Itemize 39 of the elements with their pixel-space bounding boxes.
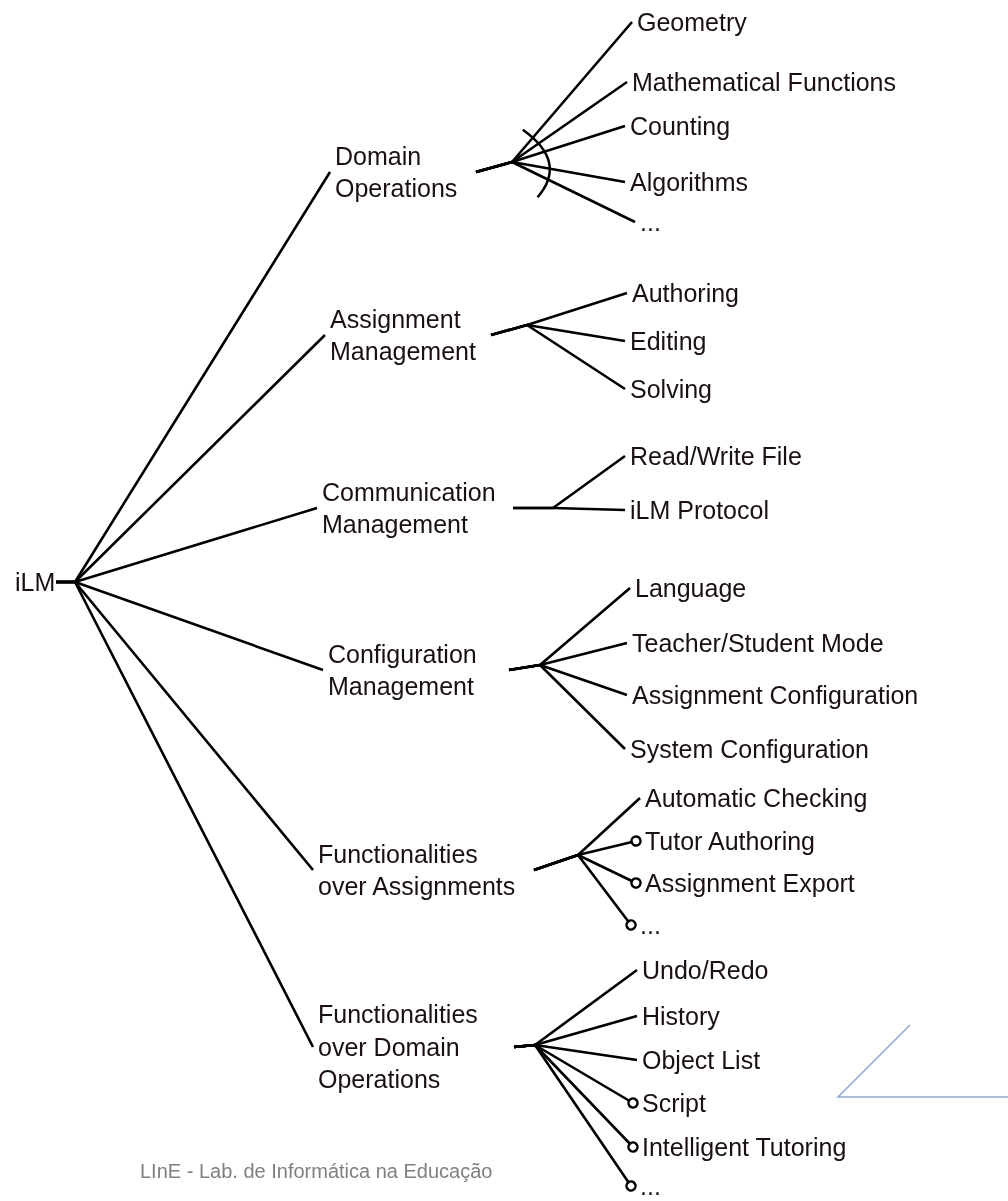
feature-label: Solving xyxy=(630,372,712,405)
feature-label: Counting xyxy=(630,109,731,142)
feature-label: Editing xyxy=(630,324,707,357)
feature-label: Communication Management xyxy=(322,475,512,541)
feature-label: Read/Write File xyxy=(630,439,802,472)
feature-label: Mathematical Functions xyxy=(632,65,896,98)
feature-label: Intelligent Tutoring xyxy=(642,1130,847,1163)
feature-label: Object List xyxy=(642,1043,761,1076)
feature-label: Assignment Configuration xyxy=(632,678,919,711)
feature-label: Assignment Management xyxy=(330,302,490,368)
feature-label: History xyxy=(642,999,720,1032)
feature-label: ... xyxy=(640,1169,661,1201)
feature-label: Domain Operations xyxy=(335,139,475,205)
feature-label: iLM xyxy=(15,565,56,598)
feature-label: System Configuration xyxy=(630,732,869,765)
feature-label: Language xyxy=(635,571,747,604)
feature-label: Authoring xyxy=(632,276,740,309)
connector-line xyxy=(533,853,637,931)
connector-line xyxy=(513,1043,637,1192)
connector-line xyxy=(513,506,626,512)
feature-label: Functionalities over Assignments xyxy=(318,837,533,903)
connector-line xyxy=(56,580,315,1048)
feature-label: Tutor Authoring xyxy=(645,824,815,857)
connector-line xyxy=(508,663,626,750)
feature-label: iLM Protocol xyxy=(630,493,769,526)
feature-label: ... xyxy=(640,908,661,941)
feature-label: Undo/Redo xyxy=(642,953,769,986)
connector-line xyxy=(475,160,636,224)
feature-label: Algorithms xyxy=(630,165,749,198)
feature-label: Functionalities over Domain Operations xyxy=(318,998,513,1096)
feature-label: Configuration Management xyxy=(328,637,508,703)
connector-line xyxy=(490,323,626,391)
feature-label: Teacher/Student Mode xyxy=(632,626,884,659)
feature-label: Geometry xyxy=(637,5,747,38)
feature-label: Assignment Export xyxy=(645,866,855,899)
feature-label: Script xyxy=(642,1086,706,1119)
footer-text: LInE - Lab. de Informática na Educação xyxy=(140,1160,493,1183)
feature-label: ... xyxy=(640,205,661,238)
feature-label: Automatic Checking xyxy=(645,781,868,814)
